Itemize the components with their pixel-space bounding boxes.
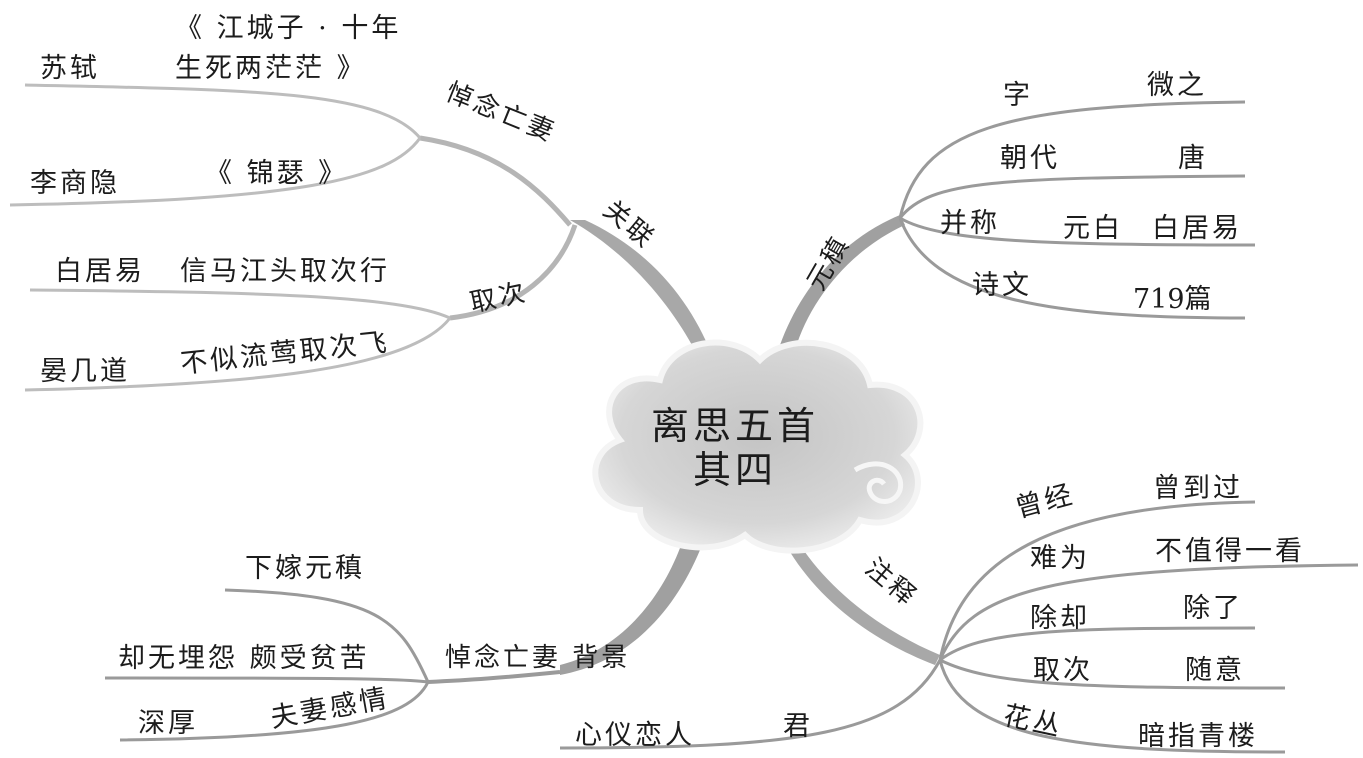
- line-quewu: [104, 676, 429, 684]
- beijing-item-xiajia: 下嫁元稹: [245, 553, 365, 584]
- yuanzhen-value-chaodai: 唐: [1178, 143, 1208, 174]
- line-baijuyi-text: 信马江头取次行: [180, 256, 390, 287]
- zhushi-meaning-cengjing: 曾到过: [1153, 473, 1243, 504]
- zhushi-meaning-quci: 随意: [1185, 655, 1245, 686]
- work-sushi-line2: 生死两茫茫 》: [175, 53, 367, 84]
- trunk-zhushi: [790, 545, 940, 665]
- line-chaodai: [898, 174, 1246, 219]
- center-title-line2: 其四: [692, 447, 777, 492]
- trunk-yuanzhen: [780, 215, 905, 350]
- work-lishangyin: 《 锦瑟 》: [205, 158, 349, 189]
- yuanzhen-key-chaodai: 朝代: [1000, 143, 1060, 174]
- trunk-beijing: [560, 548, 700, 675]
- yuanzhen-key-bingcheng: 并称: [940, 208, 1000, 239]
- author-yanjidao: 晏几道: [40, 356, 130, 387]
- yuanzhen-value-shiwen: 719篇: [1133, 284, 1212, 315]
- cloud-shape: [592, 339, 924, 554]
- zhushi-meaning-nanwei: 不值得一看: [1155, 536, 1305, 567]
- line-beijing: [427, 670, 561, 684]
- center-title-line1: 离思五首: [650, 404, 819, 448]
- author-lishangyin: 李商隐: [30, 168, 120, 199]
- line-sushi: [24, 83, 422, 139]
- line-xiajia: [224, 588, 430, 683]
- zhushi-meaning-chuque: 除了: [1183, 593, 1243, 624]
- zhushi-term-nanwei: 难为: [1030, 543, 1090, 574]
- yuanzhen-value-zi: 微之: [1147, 70, 1207, 101]
- line-baijuyi: [29, 288, 451, 320]
- line-cengjing: [938, 500, 1256, 661]
- author-baijuyi: 白居易: [55, 256, 145, 287]
- yuanzhen-key-zi: 字: [1003, 80, 1033, 111]
- line-daonian: [419, 135, 572, 227]
- center-title: 离思五首 其四: [640, 404, 830, 492]
- author-sushi: 苏轼: [40, 53, 100, 84]
- line-lishangyin: [9, 137, 422, 207]
- line-chuque: [939, 626, 1256, 662]
- line-shenhou: [119, 681, 430, 742]
- yuanzhen-key-shiwen: 诗文: [972, 270, 1032, 301]
- line-nanwei: [938, 563, 1359, 661]
- line-quci: [449, 224, 578, 321]
- line-shiwen: [898, 217, 1246, 320]
- yuanzhen-value-bingcheng: 元白: [1063, 213, 1123, 244]
- line-huacong: [938, 659, 1286, 754]
- zhushi-term-chuque: 除却: [1030, 603, 1090, 634]
- line-yanjidao: [24, 317, 452, 392]
- zhushi-meaning-huacong: 暗指青楼: [1138, 721, 1258, 752]
- line-quci2: [939, 658, 1286, 690]
- line-zi: [898, 100, 1246, 219]
- work-sushi-line1: 《 江城子 · 十年: [175, 13, 402, 44]
- line-bingcheng: [899, 216, 1256, 247]
- yuanzhen-value2-bingcheng: 白居易: [1152, 213, 1242, 244]
- zhushi-term-quci: 取次: [1033, 655, 1093, 686]
- line-jun: [559, 659, 942, 750]
- zhushi-meaning-jun: 心仪恋人: [575, 720, 695, 751]
- zhushi-term-jun: 君: [783, 711, 813, 742]
- beijing-item-shenhou: 深厚: [138, 708, 198, 739]
- beijing-item-quewu: 却无埋怨 颇受贫苦: [118, 643, 370, 674]
- branch-label-beijing: 悼念亡妻 背景: [445, 643, 631, 673]
